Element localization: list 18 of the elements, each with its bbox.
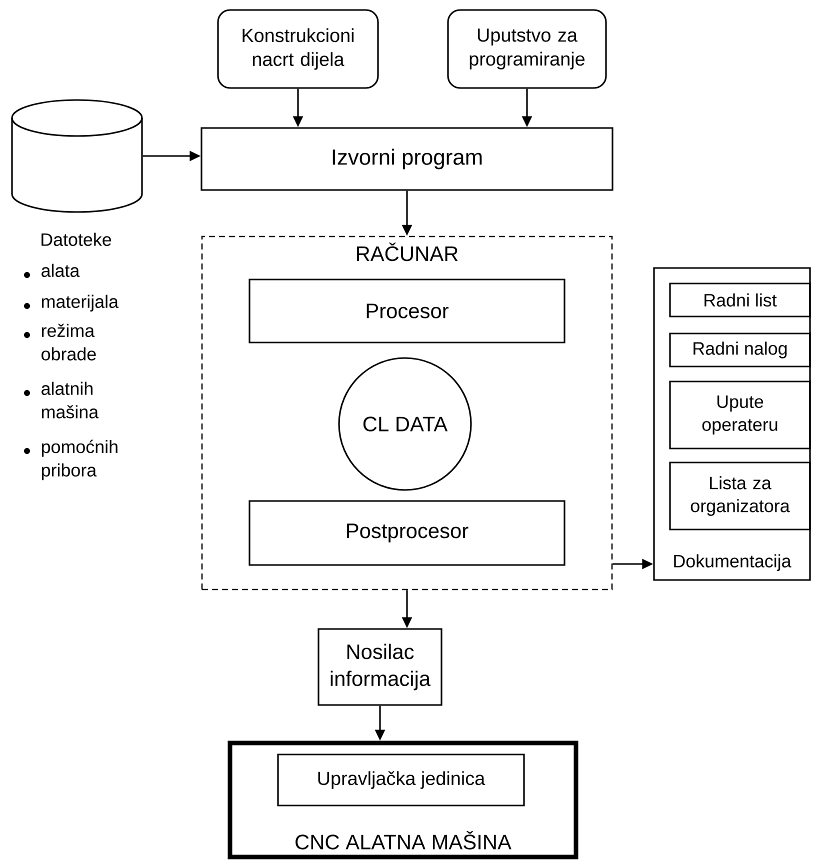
process-box: Radni nalog (669, 332, 811, 368)
list-item: materijala (42, 294, 119, 312)
list-item: alata (42, 264, 80, 277)
database-cylinder (11, 99, 143, 213)
process-box: Upute operateru (669, 380, 811, 450)
process-box: Nosilac informacija (318, 628, 442, 706)
process-box: Lista za organizatora (669, 462, 811, 530)
list-item: alatnih mašina (42, 382, 99, 418)
input-box: Uputstvo za programiranje (447, 9, 607, 89)
label: Datoteke (42, 232, 112, 246)
process-box: Izvorni program (200, 127, 614, 191)
input-box: Konstrukcioni nacrt dijela (217, 9, 379, 89)
process-box: Upravljačka jedinica (277, 754, 525, 806)
list-item: pomoćnih pribora (42, 440, 118, 480)
process-box: Radni list (669, 282, 811, 318)
process-box: Procesor (248, 278, 566, 344)
process-box: Postprocesor (248, 500, 566, 566)
list-item: režima obrade (42, 324, 96, 360)
